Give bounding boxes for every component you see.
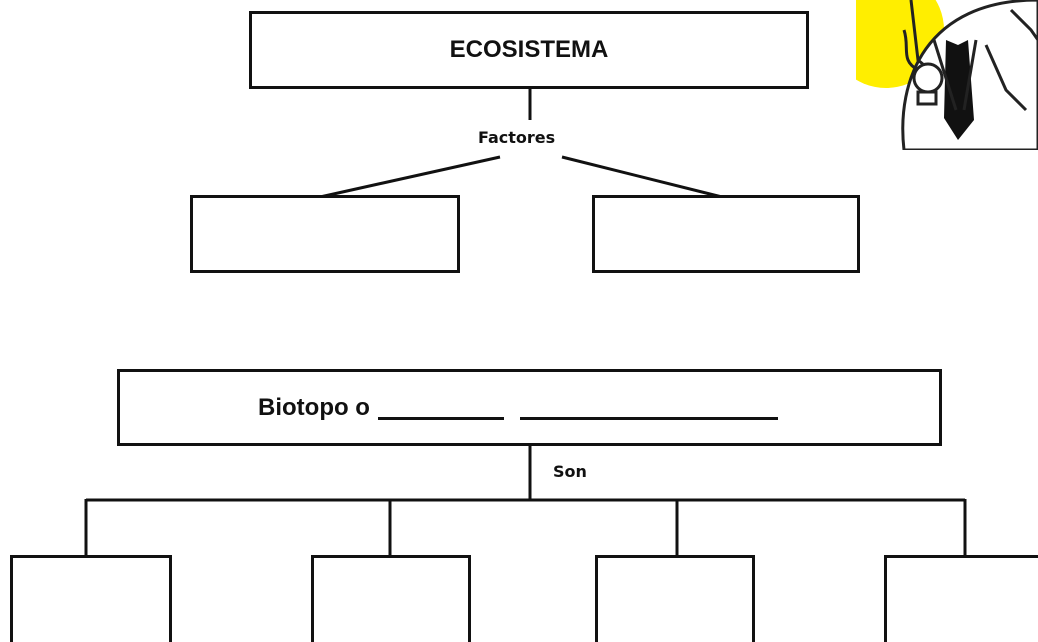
biotopo-blank-1[interactable] [377,395,504,420]
bottom-box-1 [10,555,172,642]
biotopo-blank-2[interactable] [519,395,778,420]
son-label: Son [553,462,587,481]
bottom-box-3 [595,555,755,642]
biotopo-box: Biotopo o [117,369,942,446]
ecosistema-label: ECOSISTEMA [449,36,609,63]
factor-box-right [592,195,860,273]
factor-box-left [190,195,460,273]
biotopo-label: Biotopo o [258,393,370,421]
bottom-box-4 [884,555,1038,642]
bottom-box-2 [311,555,471,642]
ecosistema-box: ECOSISTEMA [249,11,809,89]
factores-label: Factores [478,128,556,147]
cartoon-character-icon [856,0,1038,150]
